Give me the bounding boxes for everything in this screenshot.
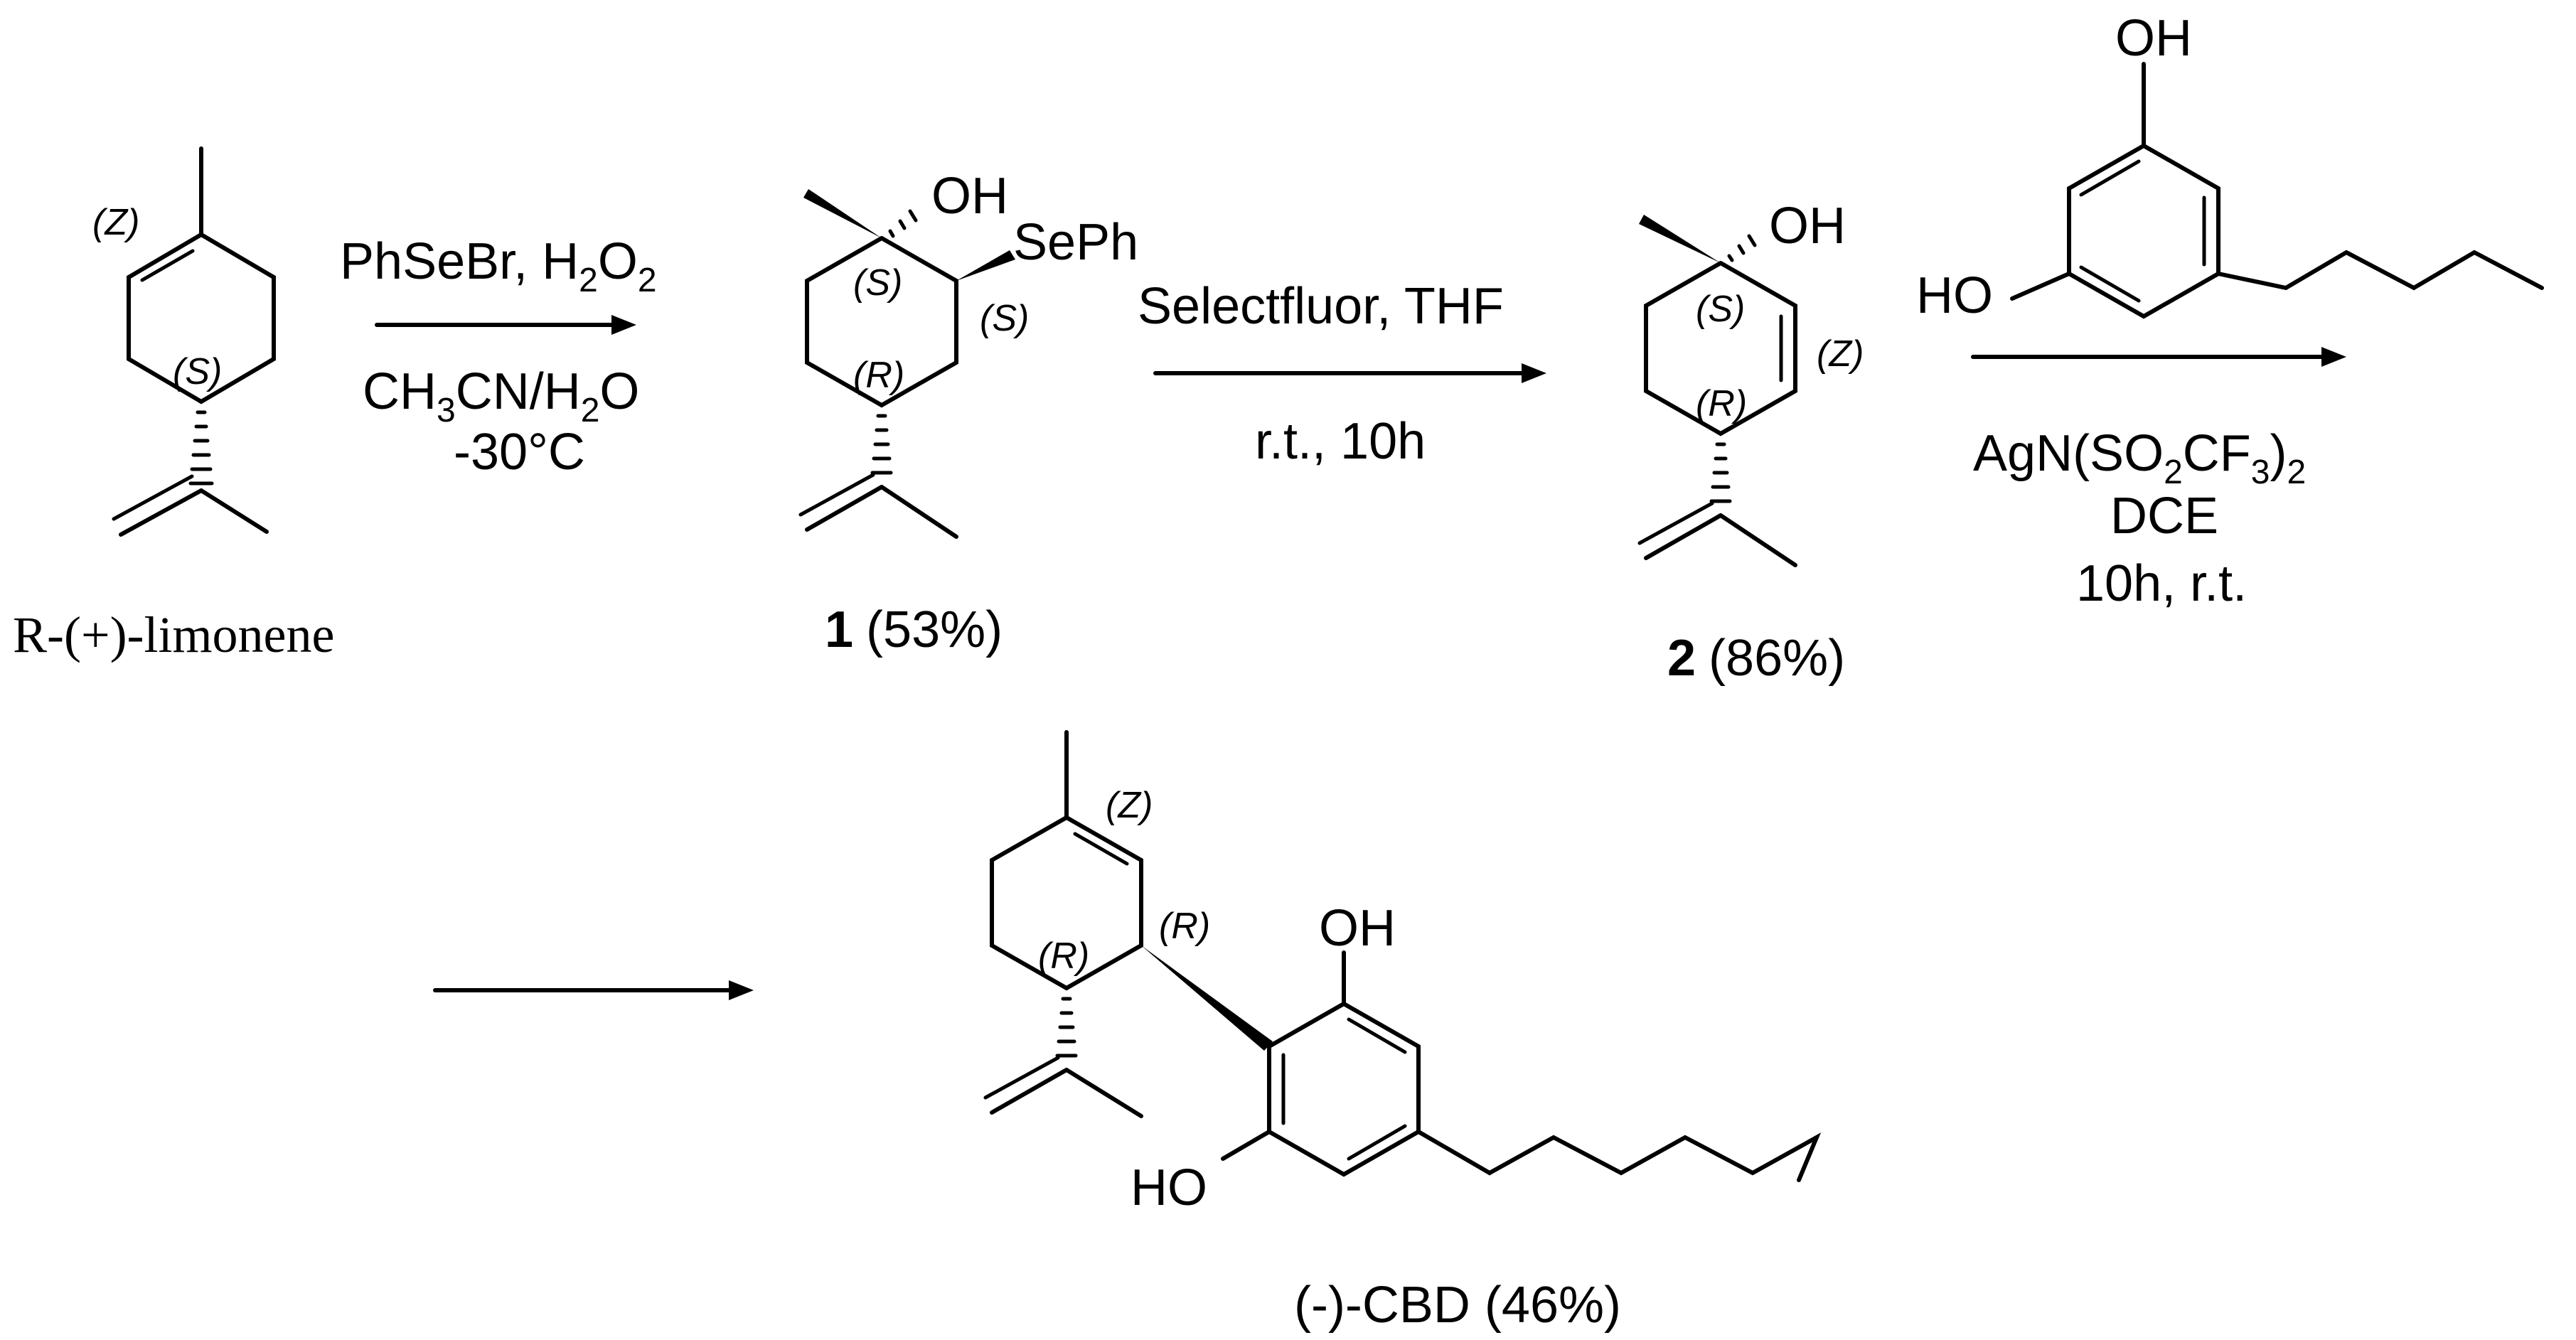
cbd-oh: OH [1319, 900, 1396, 957]
limonene-stereo-z: (Z) [92, 202, 139, 243]
cbd-stereo-z: (Z) [1106, 785, 1153, 826]
hashed-wedge [1055, 997, 1078, 1058]
reaction-1-reagent: PhSeBr, H2O2 [340, 233, 657, 299]
cbd-structure [983, 730, 1822, 1182]
hashed-wedge [1727, 234, 1757, 262]
cbd-ho: HO [1131, 1159, 1207, 1216]
reaction-arrow-2 [1153, 363, 1546, 383]
limonene-name: R-(+)-limonene [13, 606, 334, 663]
compound-2-stereo-r: (R) [1696, 383, 1747, 424]
reaction-2-conditions: r.t., 10h [1255, 413, 1426, 470]
limonene-stereo-s: (S) [173, 351, 222, 392]
reaction-arrow-4 [433, 980, 754, 1000]
reaction-arrow-1 [375, 315, 636, 335]
compound-2-stereo-z: (Z) [1817, 333, 1864, 375]
compound-2-stereo-s: (S) [1696, 289, 1745, 330]
reaction-3-conditions: 10h, r.t. [2076, 555, 2247, 612]
reaction-1-solvent: CH3CN/H2O [363, 363, 639, 429]
limonene-structure [112, 146, 276, 537]
hashed-wedge [870, 414, 893, 475]
compound-2-structure [1637, 215, 1797, 567]
olivetol-oh: OH [2115, 10, 2192, 67]
reaction-2-reagent: Selectfluor, THF [1138, 278, 1504, 335]
reaction-1-temperature: -30°C [454, 424, 585, 481]
compound-1-stereo-s2: (S) [980, 298, 1029, 339]
olivetol-ho: HO [1916, 267, 1993, 324]
cbd-stereo-r1: (R) [1159, 906, 1210, 947]
olivetol-structure [2010, 62, 2544, 319]
compound-1-label: 1(53%) [825, 601, 1003, 658]
cbd-stereo-r2: (R) [1038, 936, 1089, 977]
reaction-arrow-3 [1971, 347, 2346, 367]
compound-1-seph: SePh [1013, 214, 1138, 271]
compound-1-oh: OH [931, 168, 1008, 225]
cbd-name: (-)-CBD (46%) [1294, 1277, 1621, 1334]
compound-2-oh: OH [1769, 198, 1846, 254]
compound-1-structure [798, 189, 1015, 539]
compound-2-label: 2(86%) [1667, 630, 1845, 687]
reaction-3-reagent: AgN(SO2CF3)2 [1973, 425, 2306, 491]
hashed-wedge [188, 410, 214, 486]
compound-1-stereo-r: (R) [853, 355, 904, 396]
hashed-wedge [888, 209, 918, 238]
compound-1-stereo-s1: (S) [853, 262, 902, 304]
hashed-wedge [1709, 442, 1732, 503]
reaction-3-solvent: DCE [2110, 488, 2218, 545]
